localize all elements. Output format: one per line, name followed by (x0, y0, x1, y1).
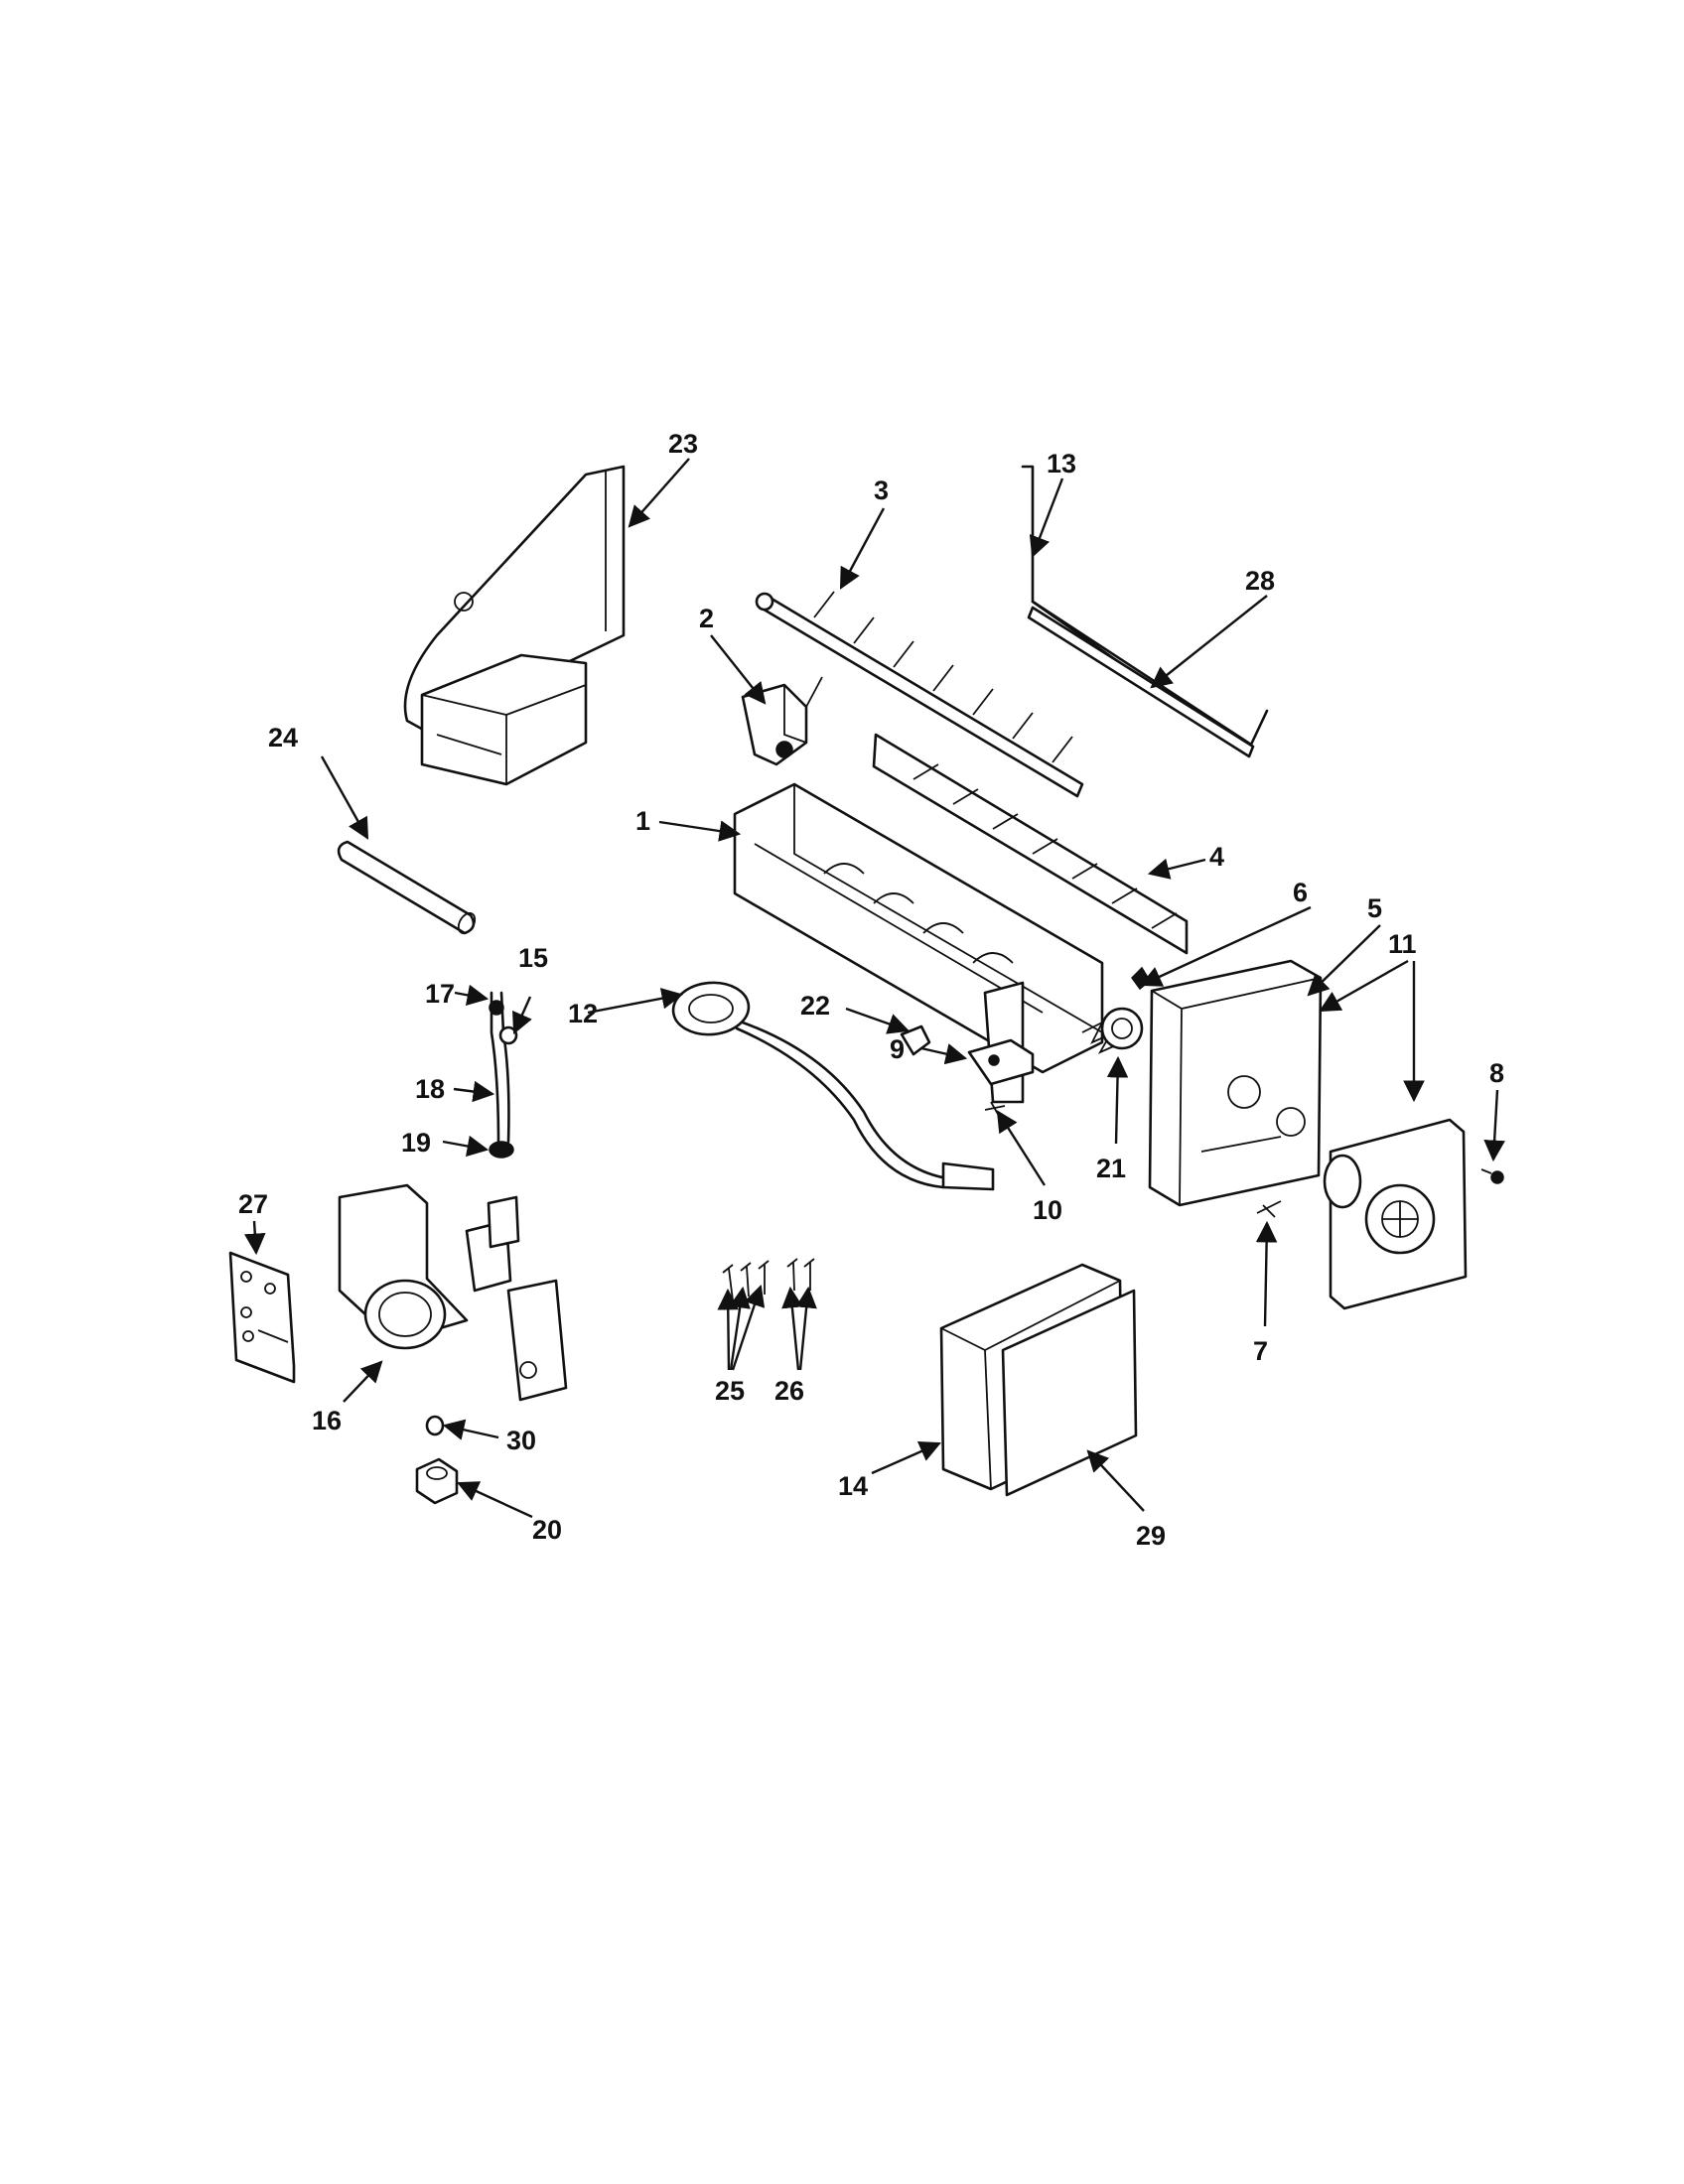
part-11-motor-plate (1323, 1118, 1468, 1310)
part-4-stripper (872, 733, 1189, 955)
label-27: 27 (238, 1189, 268, 1219)
part-5-housing (1148, 959, 1323, 1207)
part-15-19-tube-assembly (489, 991, 518, 1159)
label-10: 10 (1033, 1195, 1062, 1225)
label-13: 13 (1047, 449, 1076, 478)
label-18: 18 (415, 1074, 445, 1104)
part-14-29-cover (939, 1263, 1138, 1497)
part-13-28-arm (1021, 465, 1269, 758)
label-16: 16 (312, 1406, 342, 1435)
label-6: 6 (1293, 878, 1308, 907)
label-9: 9 (890, 1034, 905, 1064)
label-2: 2 (699, 604, 714, 633)
label-11: 11 (1388, 929, 1417, 959)
part-1-mold (733, 782, 1104, 1104)
label-8: 8 (1489, 1058, 1504, 1088)
part-3-ejector (755, 591, 1084, 798)
label-12: 12 (568, 999, 598, 1028)
part-9-10-bracket-screw (967, 1038, 1035, 1117)
label-30: 30 (506, 1426, 536, 1455)
label-3: 3 (874, 476, 889, 505)
part-27-mounting-plate (228, 1251, 296, 1384)
label-17: 17 (425, 979, 455, 1009)
label-14: 14 (838, 1471, 868, 1501)
label-5: 5 (1367, 893, 1382, 923)
label-4: 4 (1209, 842, 1224, 872)
label-7: 7 (1253, 1336, 1268, 1366)
label-20: 20 (532, 1515, 562, 1545)
part-20-30-nut-washer (415, 1415, 459, 1505)
label-1: 1 (635, 806, 650, 836)
label-28: 28 (1245, 566, 1275, 596)
part-2-arm-bracket (741, 676, 823, 766)
label-25: 25 (715, 1376, 745, 1406)
label-22: 22 (800, 991, 830, 1021)
label-23: 23 (668, 429, 698, 459)
part-16-water-valve (338, 1183, 568, 1402)
part-12-harness (671, 981, 995, 1191)
label-19: 19 (401, 1128, 431, 1158)
part-7-8-screws (1256, 1168, 1504, 1218)
label-15: 15 (518, 943, 548, 973)
part-23-fill-cup (403, 465, 626, 786)
part-25-26-screws (722, 1258, 815, 1301)
callout-leaders (244, 458, 1505, 1519)
callout-labels: 23 3 13 28 2 1 24 4 6 5 11 8 12 22 9 10 … (238, 429, 1504, 1551)
label-21: 21 (1096, 1154, 1126, 1183)
label-29: 29 (1136, 1521, 1166, 1551)
label-24: 24 (268, 723, 298, 752)
label-26: 26 (774, 1376, 804, 1406)
part-24-fill-tube (337, 840, 477, 935)
